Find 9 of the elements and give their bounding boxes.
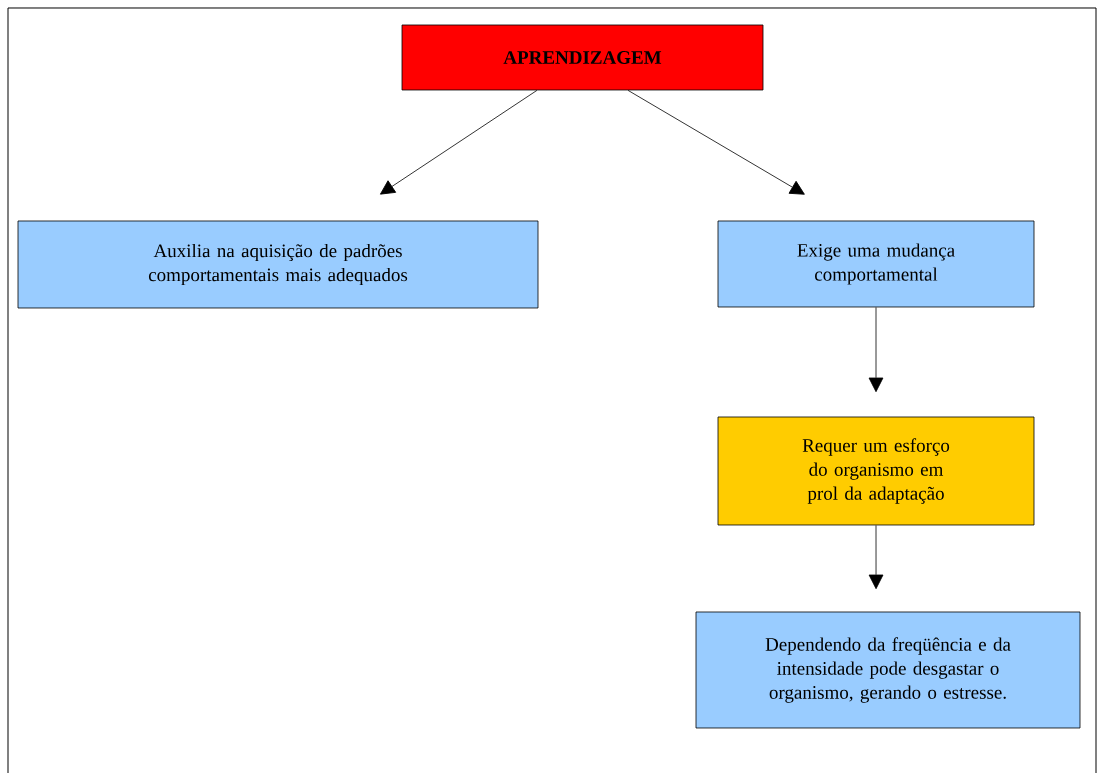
process-box: Dependendo da freqüência e da intensidade pode desgastar o organismo, gerando o estresse. [695,611,1081,729]
arrow [627,90,805,195]
process-box: APRENDIZAGEM [401,24,764,91]
arrow [868,307,884,393]
process-box: Requer um esforço do organismo em prol da adaptação [717,416,1035,526]
arrow [380,90,538,195]
process-box: Exige uma mudança comportamental [717,220,1035,308]
process-box: Auxilia na aquisição de padrões comportamentais mais adequados [17,220,539,309]
arrow [868,525,884,590]
